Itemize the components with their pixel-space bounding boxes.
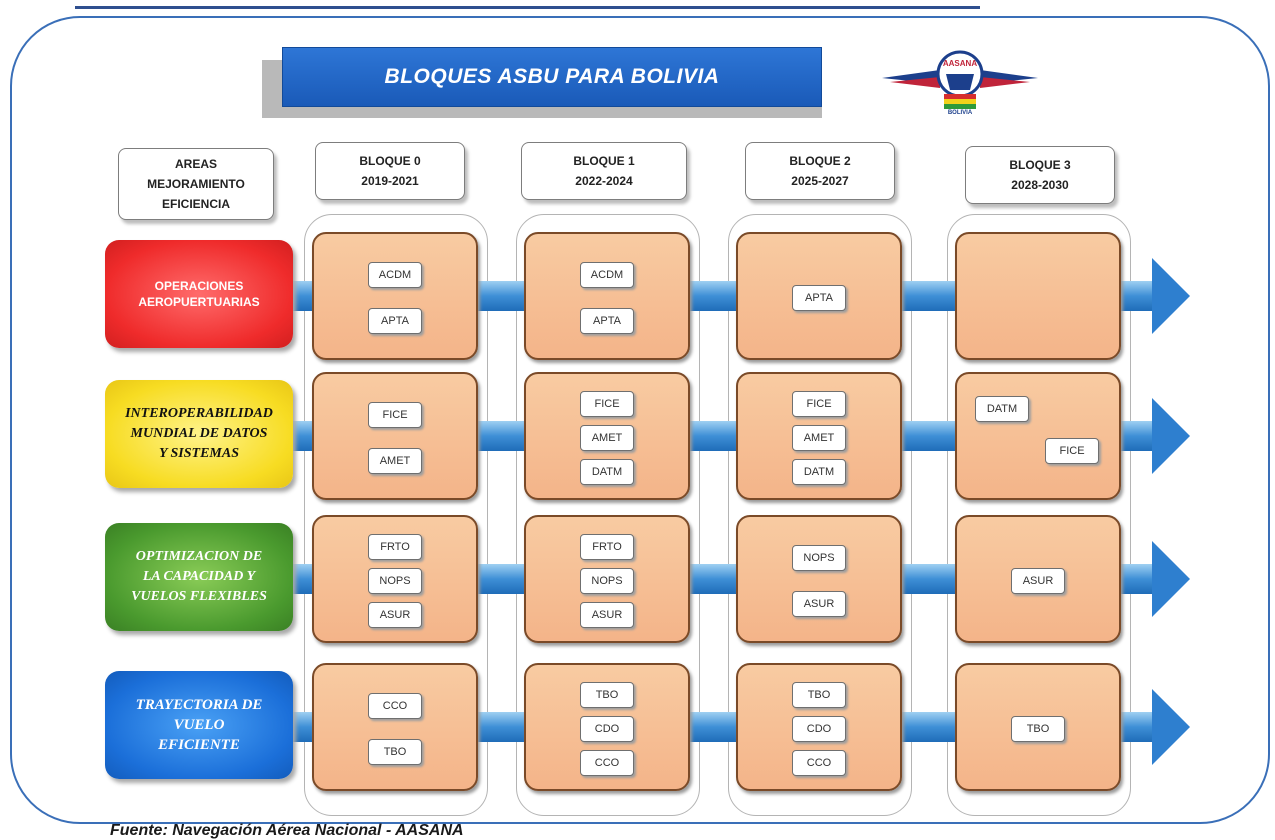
module-tag: DATM — [580, 459, 634, 485]
areas-header-line1: AREAS — [174, 157, 217, 171]
area-label-line2: LA CAPACIDAD Y — [142, 569, 256, 584]
block-cell-r2-c3: ASUR — [955, 515, 1121, 643]
source-note: Fuente: Navegación Aérea Nacional - AASA… — [110, 822, 464, 839]
timeline-arrow-head-icon — [1152, 398, 1190, 474]
area-label-line2: VUELO — [173, 717, 225, 733]
block-cell-r3-c3: TBO — [955, 663, 1121, 791]
module-tag: AMET — [580, 425, 634, 451]
area-label-line1: OPTIMIZACION DE — [135, 549, 263, 564]
timeline-arrow-head-icon — [1152, 541, 1190, 617]
areas-header: AREAS MEJORAMIENTO EFICIENCIA — [118, 148, 274, 220]
module-tag: CDO — [792, 716, 846, 742]
timeline-arrow-head-icon — [1152, 689, 1190, 765]
block-cell-r0-c0: ACDM APTA — [312, 232, 478, 360]
area-label-line2: MUNDIAL DE DATOS — [130, 426, 268, 441]
block-years: 2025-2027 — [791, 174, 849, 188]
module-tag: CCO — [580, 750, 634, 776]
module-tag: FICE — [1045, 438, 1099, 464]
areas-header-line3: EFICIENCIA — [161, 197, 230, 211]
area-label-line3: VUELOS FLEXIBLES — [131, 589, 267, 604]
module-tag: APTA — [368, 308, 422, 334]
module-tag: ASUR — [368, 602, 422, 628]
module-tag: TBO — [368, 739, 422, 765]
block-cell-r1-c0: FICE AMET — [312, 372, 478, 500]
improvement-area-0: OPERACIONES AEROPUERTUARIAS — [105, 240, 293, 348]
areas-header-line2: MEJORAMIENTO — [147, 177, 245, 191]
block-header-2: BLOQUE 2 2025-2027 — [745, 142, 895, 200]
area-label-line1: TRAYECTORIA DE — [135, 697, 263, 713]
module-tag: FRTO — [368, 534, 422, 560]
module-tag: APTA — [792, 285, 846, 311]
area-label-line3: EFICIENTE — [158, 737, 240, 753]
block-years: 2028-2030 — [1011, 178, 1069, 192]
module-tag: AMET — [792, 425, 846, 451]
module-tag: CDO — [580, 716, 634, 742]
module-tag: NOPS — [792, 545, 846, 571]
module-tag: FICE — [792, 391, 846, 417]
module-tag: ACDM — [580, 262, 634, 288]
page-title: BLOQUES ASBU PARA BOLIVIA — [282, 47, 822, 107]
block-cell-r0-c1: ACDM APTA — [524, 232, 690, 360]
module-tag: NOPS — [368, 568, 422, 594]
block-cell-r2-c1: FRTO NOPS ASUR — [524, 515, 690, 643]
improvement-area-2: OPTIMIZACION DE LA CAPACIDAD Y VUELOS FLEX… — [105, 523, 293, 631]
module-tag: FICE — [580, 391, 634, 417]
block-header-1: BLOQUE 1 2022-2024 — [521, 142, 687, 200]
module-tag: ACDM — [368, 262, 422, 288]
module-tag: ASUR — [792, 591, 846, 617]
area-label-line3: Y SISTEMAS — [158, 446, 239, 461]
block-header-0: BLOQUE 0 2019-2021 — [315, 142, 465, 200]
module-tag: AMET — [368, 448, 422, 474]
module-tag: TBO — [792, 682, 846, 708]
block-header-3: BLOQUE 3 2028-2030 — [965, 146, 1115, 204]
block-cell-r0-c2: APTA — [736, 232, 902, 360]
module-tag: FRTO — [580, 534, 634, 560]
block-cell-r1-c1: FICE AMET DATM — [524, 372, 690, 500]
block-cell-r2-c0: FRTO NOPS ASUR — [312, 515, 478, 643]
logo-top-text: AASANA — [943, 59, 977, 68]
block-cell-r3-c0: CCO TBO — [312, 663, 478, 791]
module-tag: TBO — [580, 682, 634, 708]
block-label: BLOQUE 3 — [1009, 158, 1071, 172]
block-years: 2022-2024 — [575, 174, 633, 188]
area-label-line2: AEROPUERTUARIAS — [138, 295, 260, 309]
aasana-winged-logo-icon: AASANA BOLIVIA — [882, 50, 1038, 116]
module-tag: CCO — [368, 693, 422, 719]
module-tag: NOPS — [580, 568, 634, 594]
block-label: BLOQUE 1 — [573, 154, 635, 168]
module-tag: DATM — [792, 459, 846, 485]
module-tag: CCO — [792, 750, 846, 776]
block-cell-r1-c2: FICE AMET DATM — [736, 372, 902, 500]
logo-bottom-text: BOLIVIA — [948, 110, 973, 116]
block-cell-r2-c2: NOPS ASUR — [736, 515, 902, 643]
block-label: BLOQUE 0 — [359, 154, 421, 168]
module-tag: TBO — [1011, 716, 1065, 742]
block-cell-r3-c2: TBO CDO CCO — [736, 663, 902, 791]
block-label: BLOQUE 2 — [789, 154, 851, 168]
improvement-area-3: TRAYECTORIA DE VUELO EFICIENTE — [105, 671, 293, 779]
top-divider-line — [75, 6, 980, 9]
module-tag: APTA — [580, 308, 634, 334]
block-cell-r0-c3 — [955, 232, 1121, 360]
improvement-area-1: INTEROPERABILIDAD MUNDIAL DE DATOS Y SISTE… — [105, 380, 293, 488]
area-label-line1: INTEROPERABILIDAD — [125, 406, 273, 421]
module-tag: ASUR — [1011, 568, 1065, 594]
diagram-frame — [10, 16, 1270, 824]
timeline-arrow-head-icon — [1152, 258, 1190, 334]
module-tag: ASUR — [580, 602, 634, 628]
block-years: 2019-2021 — [361, 174, 419, 188]
area-label-line1: OPERACIONES — [154, 279, 244, 293]
block-cell-r3-c1: TBO CDO CCO — [524, 663, 690, 791]
block-cell-r1-c3: DATM FICE — [955, 372, 1121, 500]
module-tag: DATM — [975, 396, 1029, 422]
module-tag: FICE — [368, 402, 422, 428]
